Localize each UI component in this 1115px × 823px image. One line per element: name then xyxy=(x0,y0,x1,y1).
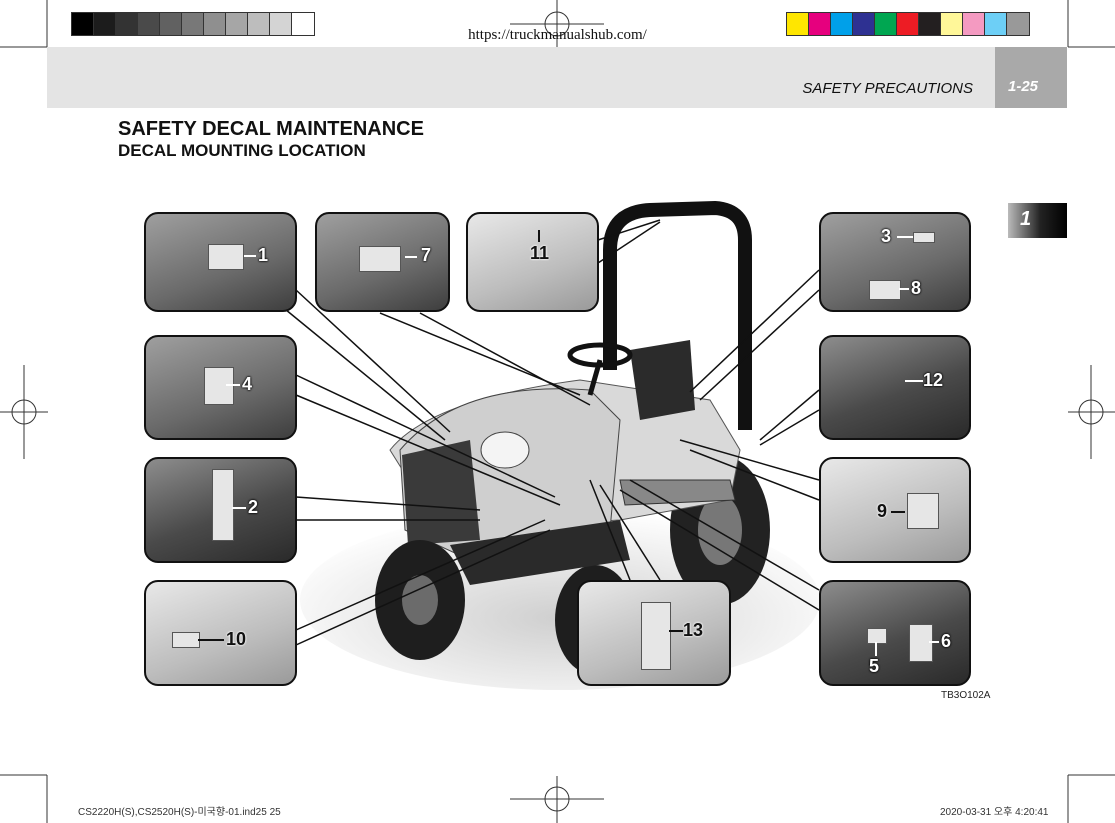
process-color-swatch xyxy=(809,13,831,35)
grayscale-swatch xyxy=(204,13,226,35)
process-color-swatch xyxy=(985,13,1007,35)
leader-12 xyxy=(905,380,923,382)
callout-box-12: 12 xyxy=(819,335,971,440)
page-title: SAFETY DECAL MAINTENANCE xyxy=(118,118,424,140)
leader-9 xyxy=(891,511,905,513)
grayscale-swatch xyxy=(72,13,94,35)
decal-6 xyxy=(909,624,933,662)
process-color-swatch xyxy=(875,13,897,35)
callout-box-3-8: 3 8 xyxy=(819,212,971,312)
leader-8 xyxy=(899,288,909,290)
page-number: 1-25 xyxy=(1008,78,1039,95)
leader-1 xyxy=(244,255,256,257)
color-bar xyxy=(786,12,1030,36)
callout-box-1: 1 xyxy=(144,212,297,312)
page-subtitle: DECAL MOUNTING LOCATION xyxy=(118,141,366,160)
callout-number-11: 11 xyxy=(530,243,550,263)
grayscale-swatch xyxy=(94,13,116,35)
callout-box-4: 4 xyxy=(144,335,297,440)
grayscale-swatch xyxy=(182,13,204,35)
footer-file-info: CS2220H(S),CS2520H(S)-미국향-01.ind25 25 xyxy=(78,807,281,818)
callout-number-9: 9 xyxy=(877,501,888,521)
callout-number-8: 8 xyxy=(911,278,922,298)
callout-box-5-6: 5 6 xyxy=(819,580,971,686)
decal-8 xyxy=(869,280,901,300)
footer-timestamp: 2020-03-31 오후 4:20:41 xyxy=(940,807,1049,818)
callout-number-3: 3 xyxy=(881,226,892,246)
leader-10 xyxy=(198,639,224,641)
callout-box-9: 9 xyxy=(819,457,971,563)
callout-number-10: 10 xyxy=(226,629,247,649)
grayscale-swatch xyxy=(138,13,160,35)
callout-number-4: 4 xyxy=(242,374,253,394)
callout-box-2: 2 xyxy=(144,457,297,563)
callout-box-13: 13 xyxy=(577,580,731,686)
process-color-swatch xyxy=(941,13,963,35)
leader-6 xyxy=(929,641,939,643)
decal-4 xyxy=(204,367,234,405)
grayscale-swatch xyxy=(160,13,182,35)
chapter-tab xyxy=(1008,203,1067,238)
callout-number-6: 6 xyxy=(941,631,952,651)
leader-4 xyxy=(226,384,240,386)
source-url[interactable]: https://truckmanualshub.com/ xyxy=(468,27,647,43)
decal-9 xyxy=(907,493,939,529)
process-color-swatch xyxy=(787,13,809,35)
decal-10 xyxy=(172,632,200,648)
process-color-swatch xyxy=(853,13,875,35)
callout-number-2: 2 xyxy=(248,497,259,517)
process-color-swatch xyxy=(919,13,941,35)
callout-number-7: 7 xyxy=(421,245,432,265)
decal-7 xyxy=(359,246,401,272)
decal-1 xyxy=(208,244,244,270)
grayscale-swatch xyxy=(248,13,270,35)
callout-box-10: 10 xyxy=(144,580,297,686)
leader-2 xyxy=(232,507,246,509)
section-header: SAFETY PRECAUTIONS xyxy=(802,80,973,97)
grayscale-swatch xyxy=(292,13,314,35)
process-color-swatch xyxy=(897,13,919,35)
callout-box-7: 7 xyxy=(315,212,450,312)
grayscale-swatch xyxy=(226,13,248,35)
decal-2 xyxy=(212,469,234,541)
decal-13 xyxy=(641,602,671,670)
leader-5 xyxy=(875,642,877,656)
grayscale-swatch xyxy=(116,13,138,35)
chapter-number: 1 xyxy=(1020,208,1032,230)
leader-3 xyxy=(897,236,913,238)
grayscale-bar xyxy=(71,12,315,36)
grayscale-swatch xyxy=(270,13,292,35)
decal-5 xyxy=(867,628,887,644)
leader-13 xyxy=(669,630,683,632)
page-number-box xyxy=(995,47,1067,108)
callout-number-5: 5 xyxy=(869,656,880,676)
callout-number-13: 13 xyxy=(683,620,704,640)
process-color-swatch xyxy=(831,13,853,35)
decal-3 xyxy=(913,232,935,243)
callout-box-11: 11 xyxy=(466,212,599,312)
callout-number-12: 12 xyxy=(923,370,944,390)
process-color-swatch xyxy=(1007,13,1029,35)
leader-11 xyxy=(538,230,540,242)
figure-code: TB3O102A xyxy=(941,690,991,701)
header-band xyxy=(47,47,995,108)
leader-7 xyxy=(405,256,417,258)
process-color-swatch xyxy=(963,13,985,35)
callout-number-1: 1 xyxy=(258,245,269,265)
